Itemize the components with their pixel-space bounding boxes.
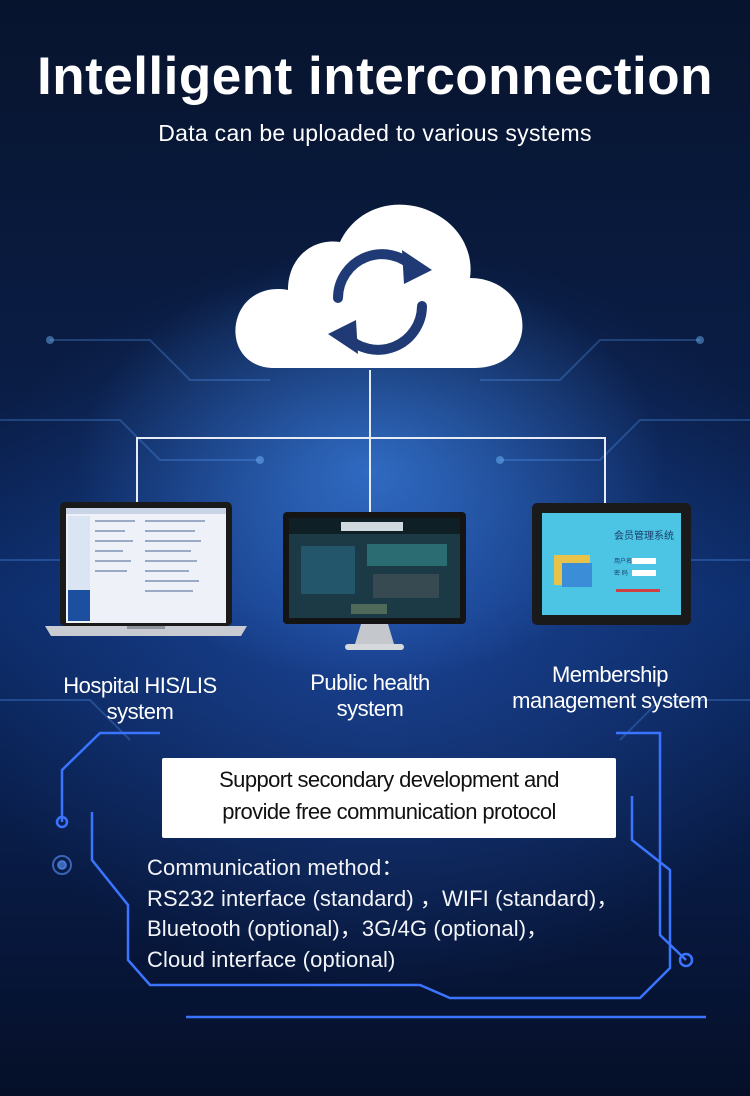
laptop-icon bbox=[45, 502, 247, 636]
page-title: Intelligent interconnection bbox=[36, 47, 714, 106]
support-line-1: Support secondary development and bbox=[219, 767, 559, 792]
membership-screen-field1: 用户名 bbox=[614, 557, 632, 565]
membership-screen-title: 会员管理系统 bbox=[614, 529, 674, 542]
communication-heading: Communication method： bbox=[147, 855, 404, 880]
communication-line-1: RS232 interface (standard) ，WIFI (standa… bbox=[147, 885, 619, 911]
cloud-icon bbox=[235, 204, 523, 368]
support-line-2: provide free communication protocol bbox=[222, 799, 556, 824]
support-box: Support secondary development and provid… bbox=[162, 758, 616, 838]
page-subtitle: Data can be uploaded to various systems bbox=[158, 120, 592, 146]
monitor-icon bbox=[283, 512, 466, 650]
communication-line-3: Cloud interface (optional) bbox=[147, 946, 396, 972]
membership-screen-field2: 密 码 bbox=[614, 569, 628, 577]
communication-methods: Communication method： RS232 interface (s… bbox=[147, 853, 618, 975]
tablet-icon: 会员管理系统 用户名 密 码 bbox=[532, 503, 691, 625]
system-label-public-health: Public health system bbox=[310, 670, 430, 721]
communication-line-2: Bluetooth (optional)，3G/4G (optional)， bbox=[147, 916, 549, 941]
system-label-membership: Membership management system bbox=[512, 662, 708, 713]
system-label-hospital: Hospital HIS/LIS system bbox=[63, 673, 217, 724]
